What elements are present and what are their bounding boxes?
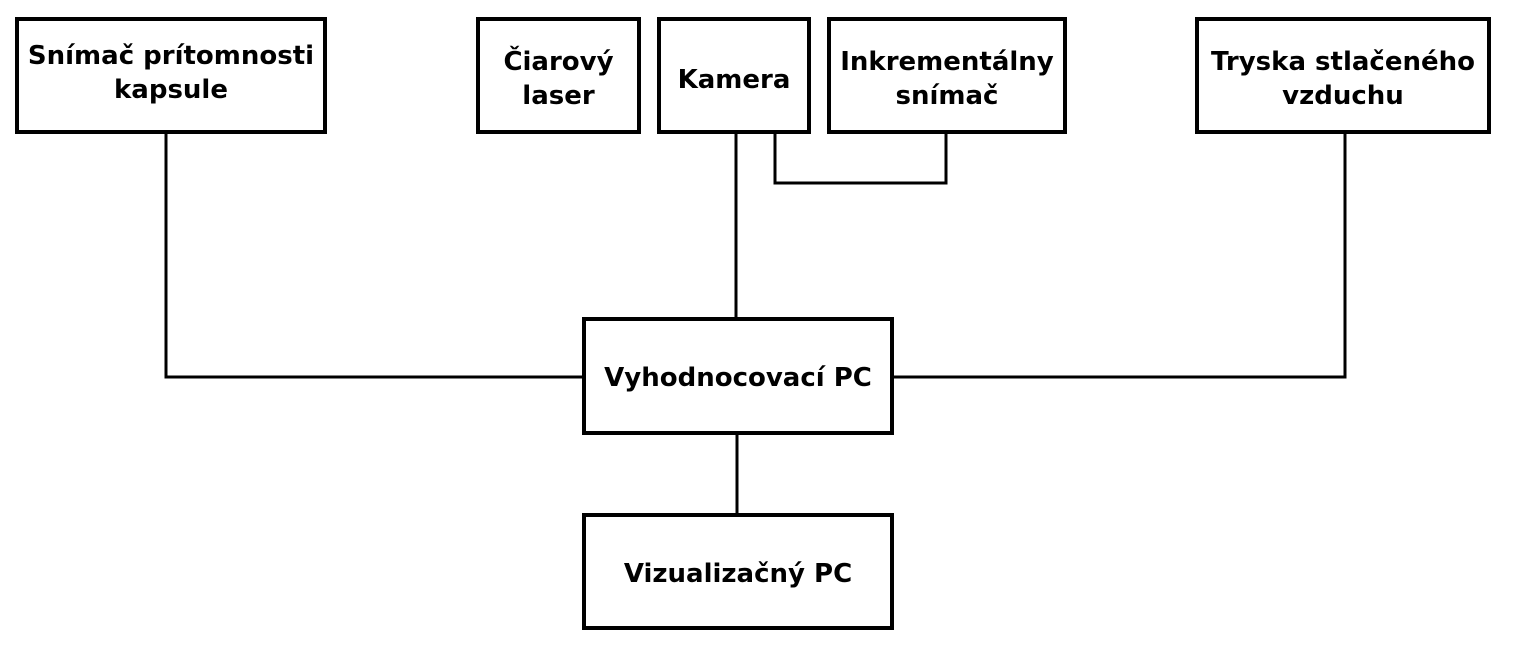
node-camera: Kamera xyxy=(657,17,811,134)
node-line-laser: Čiarový laser xyxy=(476,17,641,134)
node-evaluation-pc-label: Vyhodnocovací PC xyxy=(604,363,872,393)
node-line-laser-label: Čiarový laser xyxy=(503,47,614,111)
node-air-nozzle: Tryska stlačeného vzduchu xyxy=(1195,17,1491,134)
node-evaluation-pc: Vyhodnocovací PC xyxy=(582,317,894,435)
node-incremental-encoder-label: Inkrementálny snímač xyxy=(840,47,1054,111)
node-presence-sensor: Snímač prítomnosti kapsule xyxy=(15,17,327,134)
edge-presence-sensor-to-evaluation-pc xyxy=(164,134,582,379)
node-air-nozzle-label: Tryska stlačeného vzduchu xyxy=(1211,47,1475,111)
node-incremental-encoder: Inkrementálny snímač xyxy=(827,17,1067,134)
edge-camera-to-incremental-encoder xyxy=(773,134,948,185)
node-presence-sensor-label: Snímač prítomnosti kapsule xyxy=(27,41,315,105)
node-visualization-pc-label: Vizualizačný PC xyxy=(623,559,853,589)
edge-air-nozzle-to-evaluation-pc xyxy=(894,134,1347,379)
node-camera-label: Kamera xyxy=(677,65,791,95)
node-visualization-pc: Vizualizačný PC xyxy=(582,513,894,630)
